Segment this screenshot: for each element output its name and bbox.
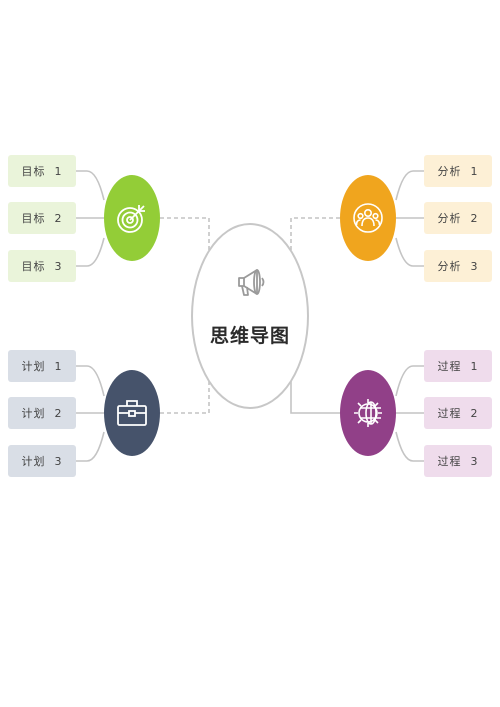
leaf-plan-3[interactable]: 计划 3 <box>8 445 76 477</box>
connector-plan-3 <box>76 431 105 462</box>
leaf-label: 过程 2 <box>437 407 479 420</box>
branch-node-plan[interactable] <box>104 370 160 456</box>
leaf-process-1[interactable]: 过程 1 <box>424 350 492 382</box>
leaf-label: 计划 3 <box>21 455 63 468</box>
leaf-plan-2[interactable]: 计划 2 <box>8 397 76 429</box>
connector-goal-1 <box>76 170 105 201</box>
leaf-analysis-1[interactable]: 分析 1 <box>424 155 492 187</box>
leaf-label: 计划 2 <box>21 407 63 420</box>
connector-analysis-3 <box>395 237 424 267</box>
leaf-analysis-2[interactable]: 分析 2 <box>424 202 492 234</box>
connector-process-3 <box>395 431 424 462</box>
leaf-label: 过程 3 <box>437 455 479 468</box>
leaf-label: 目标 2 <box>21 212 63 225</box>
leaf-process-3[interactable]: 过程 3 <box>424 445 492 477</box>
center-title: 思维导图 <box>209 325 290 347</box>
branch-node-process[interactable] <box>340 370 396 456</box>
megaphone-icon <box>238 269 265 296</box>
branch-node-analysis[interactable] <box>340 175 396 261</box>
connector-plan-1 <box>76 365 105 397</box>
leaf-goal-2[interactable]: 目标 2 <box>8 202 76 234</box>
connector-process-1 <box>395 365 424 397</box>
leaf-label: 目标 1 <box>21 165 63 178</box>
connector-center-goal <box>160 217 210 262</box>
briefcase-icon <box>117 400 147 426</box>
connector-center-process <box>290 370 340 414</box>
leaf-process-2[interactable]: 过程 2 <box>424 397 492 429</box>
leaf-goal-1[interactable]: 目标 1 <box>8 155 76 187</box>
leaf-analysis-3[interactable]: 分析 3 <box>424 250 492 282</box>
target-icon <box>117 205 145 233</box>
leaf-label: 分析 1 <box>437 165 479 178</box>
branch-node-goal[interactable] <box>104 175 160 261</box>
team-icon <box>353 203 383 233</box>
leaf-label: 计划 1 <box>21 360 63 373</box>
connector-center-analysis <box>290 217 340 262</box>
leaf-label: 分析 2 <box>437 212 479 225</box>
connector-center-plan <box>160 370 210 414</box>
leaf-label: 分析 3 <box>437 260 479 273</box>
leaf-label: 过程 1 <box>437 360 479 373</box>
leaf-plan-1[interactable]: 计划 1 <box>8 350 76 382</box>
leaf-goal-3[interactable]: 目标 3 <box>8 250 76 282</box>
globe-gear-icon <box>354 399 382 427</box>
center-node[interactable]: 思维导图 <box>191 223 309 409</box>
leaf-label: 目标 3 <box>21 260 63 273</box>
connector-goal-3 <box>76 237 105 267</box>
connector-analysis-1 <box>395 170 424 201</box>
